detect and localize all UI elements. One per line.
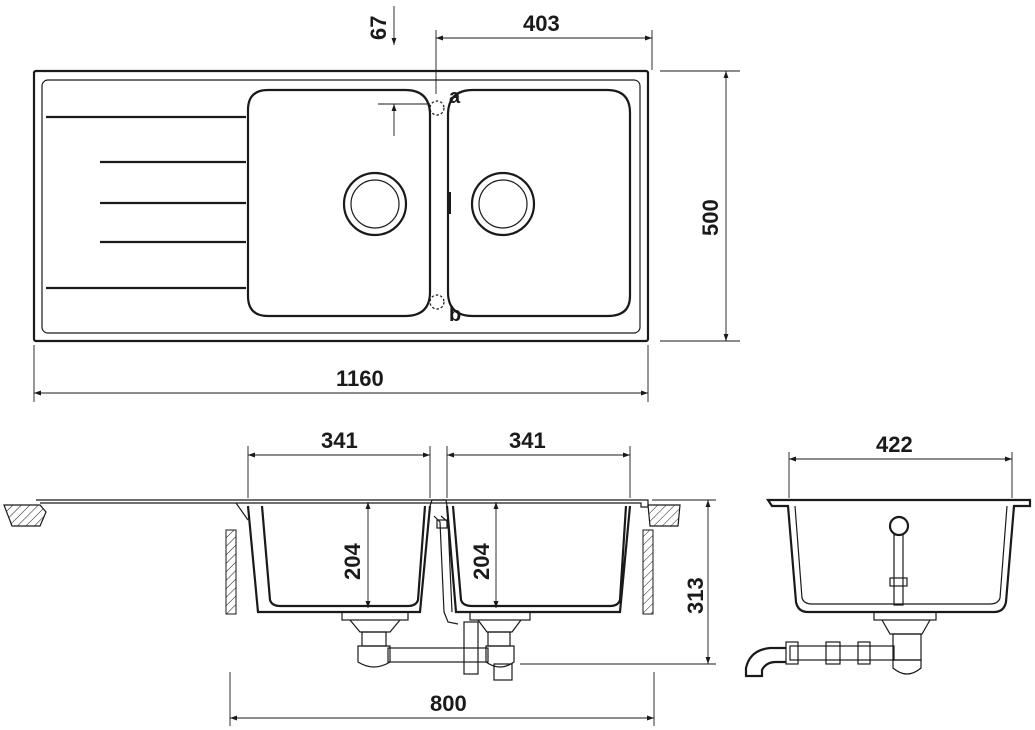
dim-1160-label: 1160 — [336, 366, 384, 391]
tap-hole-a-marker — [429, 100, 445, 116]
side-drain-body — [881, 619, 931, 635]
left-drain-inner — [350, 179, 400, 229]
side-drain-tail — [892, 633, 922, 661]
top-view: a b 67 403 500 1160 — [32, 6, 740, 402]
side-waste-joint-b — [857, 641, 871, 665]
drain-fitting-left — [341, 611, 409, 668]
dim-403-label: 403 — [523, 11, 560, 36]
dim-422-label: 422 — [876, 432, 913, 457]
overflow-fitting — [436, 519, 448, 529]
dim-204-left-label: 204 — [340, 543, 365, 580]
right-drain-outer — [470, 171, 536, 237]
side-outlet-elbow — [744, 646, 786, 678]
right-bowl-outline — [446, 88, 632, 318]
left-bowl-outline — [246, 88, 432, 318]
overflow-slot — [447, 192, 451, 214]
dim-341-right-label: 341 — [509, 428, 546, 453]
front-left-bowl — [246, 505, 432, 614]
side-trap — [892, 659, 922, 675]
side-waste-pipe — [789, 645, 895, 661]
countertop-left — [3, 504, 47, 527]
side-section: 422 — [744, 432, 1032, 678]
drain-fitting-right — [469, 611, 531, 668]
drainer-profile — [36, 499, 649, 508]
side-waste-joint-a — [825, 641, 841, 665]
waste-pipe — [387, 647, 489, 663]
trap-body — [463, 621, 479, 675]
side-bowl-outline — [765, 498, 1032, 614]
drainer-slope — [235, 502, 249, 521]
sink-inner-rim — [41, 79, 641, 334]
left-drain-outer — [342, 171, 408, 237]
sink-outer-rim — [32, 69, 650, 343]
dim-67-label: 67 — [366, 16, 391, 40]
dim-341-left-label: 341 — [321, 428, 358, 453]
dim-313-label: 313 — [683, 577, 708, 614]
bowl-divider — [429, 499, 448, 507]
side-bowl-inner — [794, 505, 1008, 605]
side-waste-joint-c — [785, 641, 799, 665]
tap-hole-b-label: b — [449, 304, 461, 326]
dim-800-label: 800 — [430, 691, 467, 716]
side-overflow-pipe — [893, 534, 904, 606]
tap-hole-b-marker — [429, 294, 445, 310]
cabinet-wall-right — [642, 529, 654, 615]
drainer-grooves — [46, 115, 246, 290]
side-overflow-head — [888, 515, 910, 537]
side-drain-flange — [873, 611, 937, 621]
front-right-bowl — [445, 505, 632, 614]
right-drain-inner — [478, 179, 528, 229]
trap-outlet — [493, 663, 513, 681]
dim-500-label: 500 — [698, 199, 723, 236]
side-overflow-collar — [889, 577, 908, 587]
cabinet-wall-left — [225, 529, 237, 615]
front-section: 341 341 204 204 — [3, 428, 716, 726]
dim-204-right-label: 204 — [469, 543, 494, 580]
countertop-right — [647, 504, 681, 527]
tap-hole-a-label: a — [449, 86, 461, 108]
